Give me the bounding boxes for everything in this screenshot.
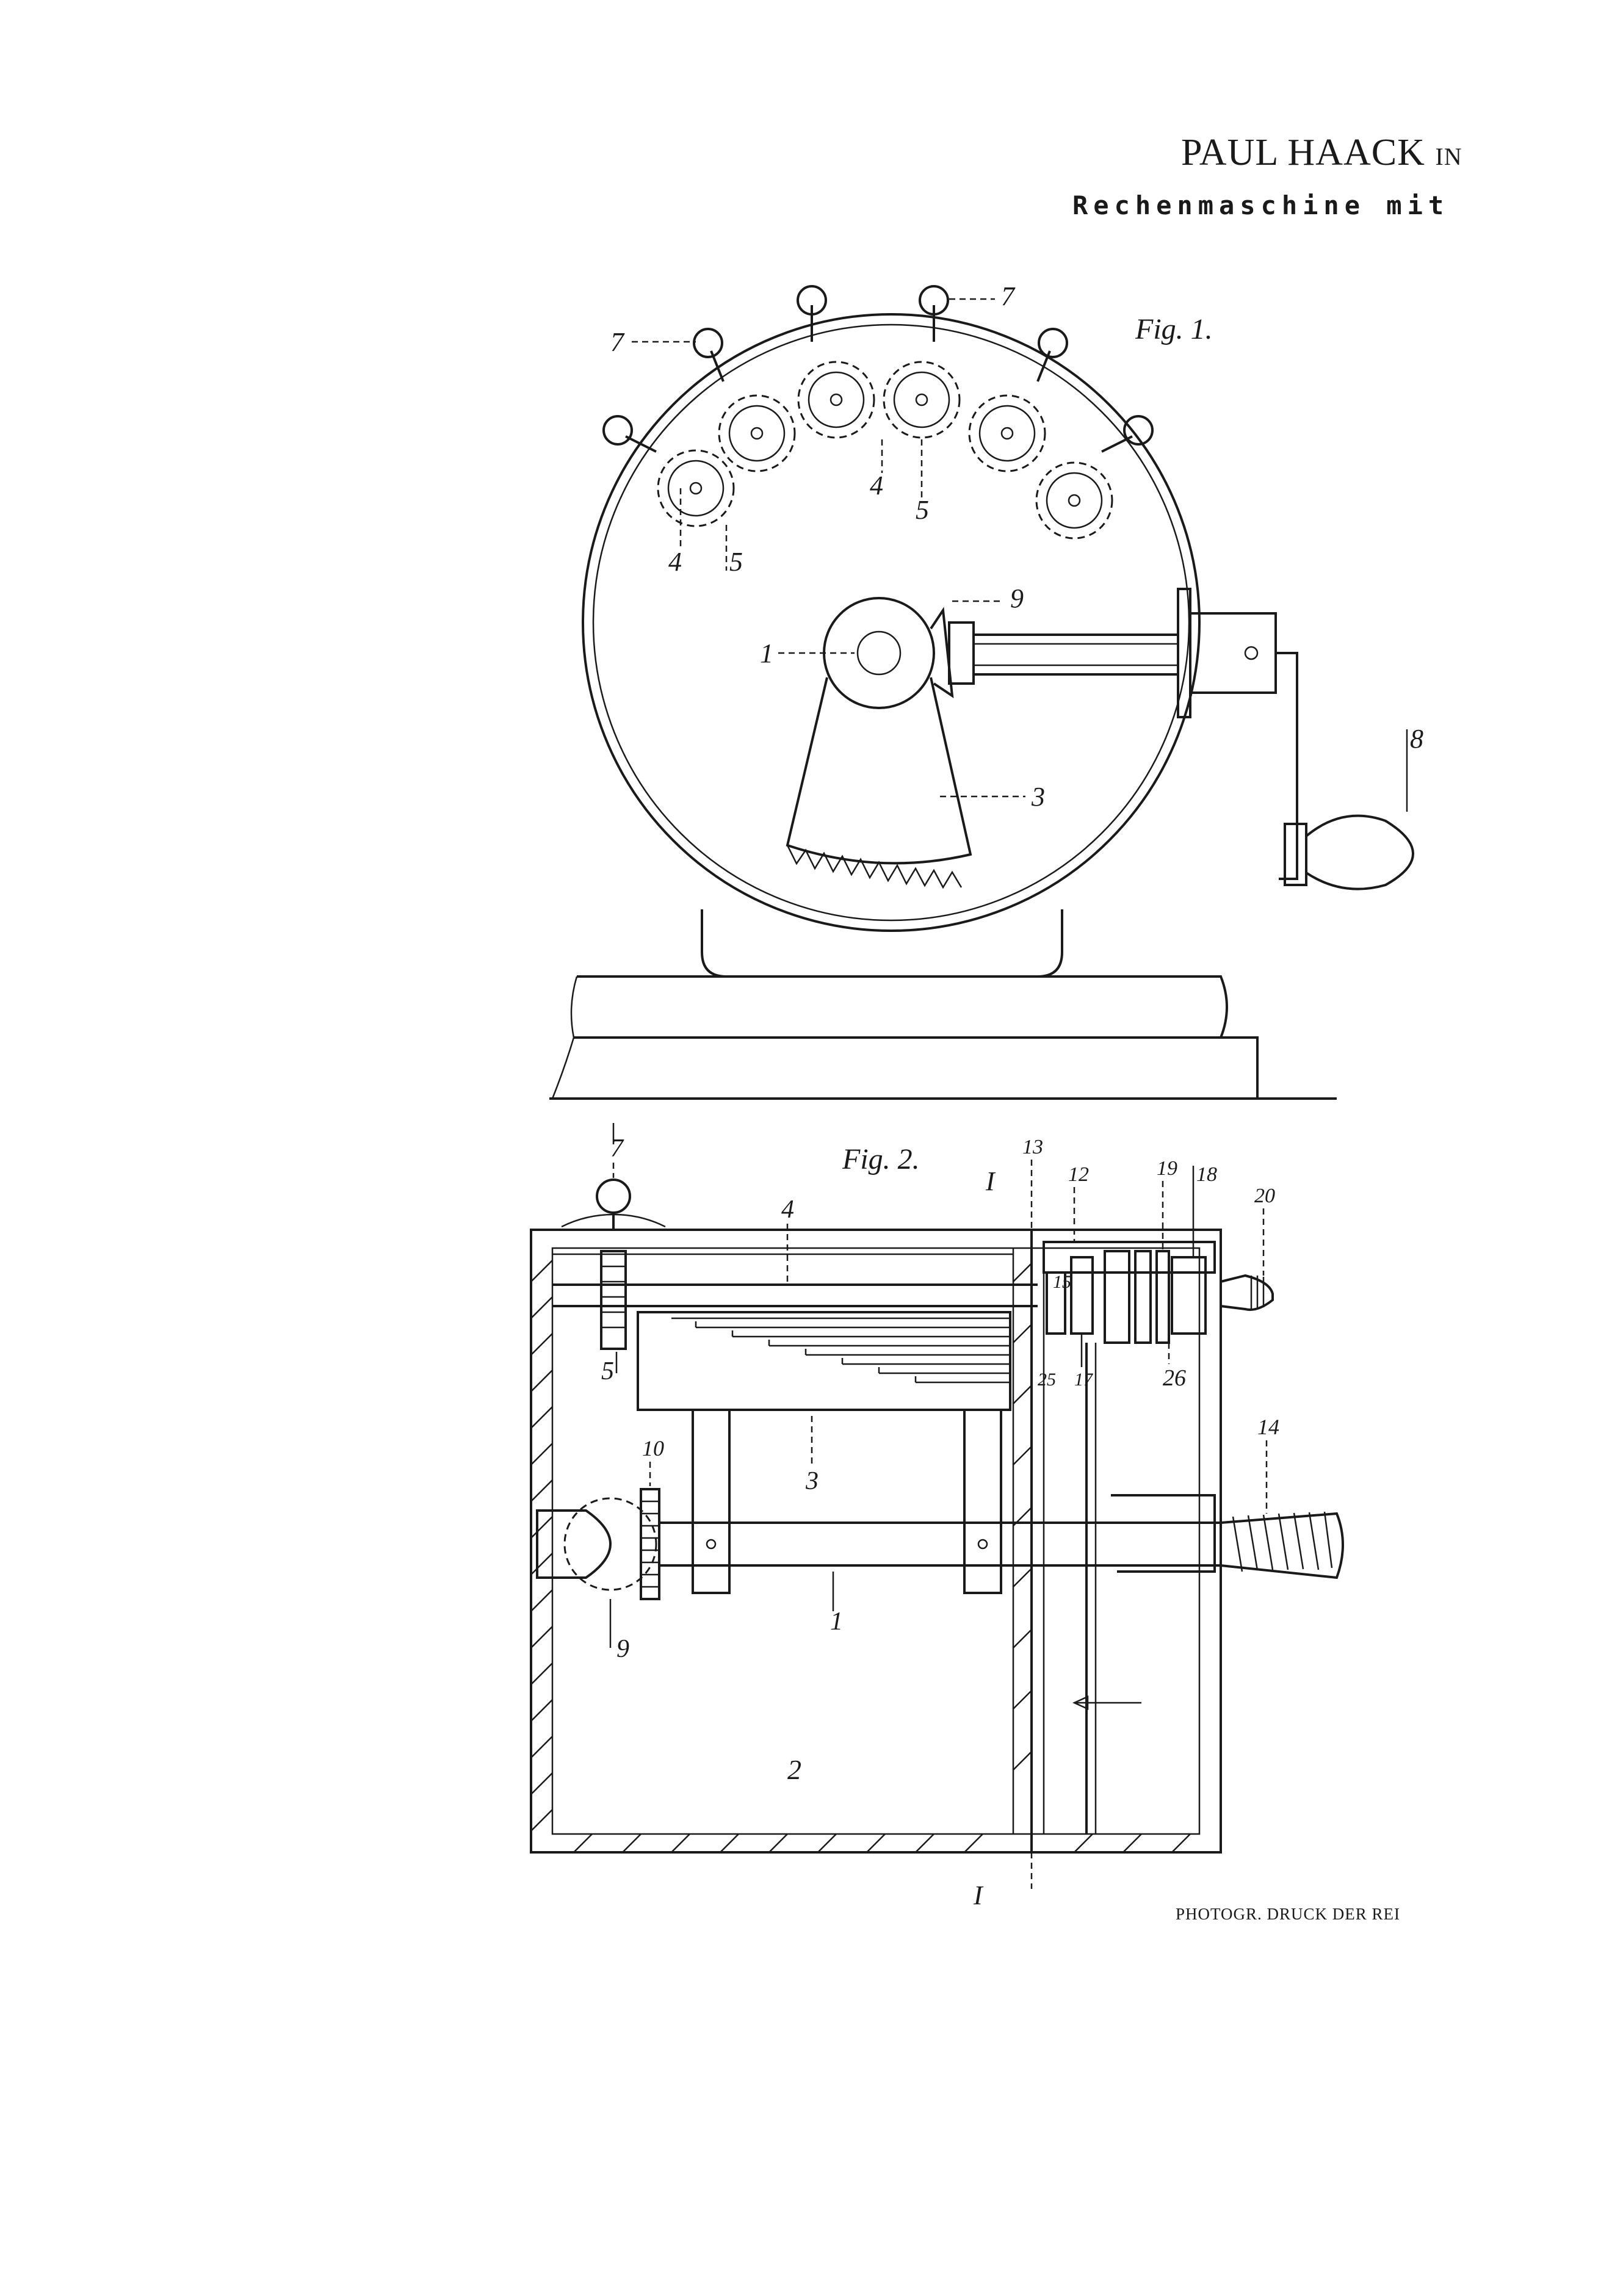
- fig1-label-5-left: 5: [729, 547, 743, 577]
- fig1-label-8: 8: [1410, 724, 1423, 754]
- fig1-label-4-mid: 4: [870, 471, 883, 500]
- fig1-caption: Fig. 1.: [1135, 313, 1213, 345]
- fig2-label-12: 12: [1068, 1163, 1089, 1186]
- fig1-label-7-right: 7: [1001, 281, 1016, 311]
- fig2-label-13: 13: [1022, 1136, 1043, 1158]
- figure-2: Fig. 2. 7 4 5 3 10 9 1 2 13 I 12 19 18 2…: [530, 1123, 1344, 1910]
- key-knobs: [602, 285, 1154, 453]
- patent-holder-name: PAUL HAACK IN: [1181, 132, 1462, 173]
- fig2-label-3: 3: [805, 1467, 819, 1495]
- casing-hatching: [530, 1260, 1191, 1853]
- fig2-caption: Fig. 2.: [842, 1143, 920, 1175]
- setting-wheels: [657, 361, 1113, 540]
- fig1-label-7-left: 7: [610, 327, 625, 357]
- fig2-label-5: 5: [601, 1357, 614, 1385]
- fig2-label-I-bottom: I: [973, 1880, 984, 1910]
- fig2-label-2: 2: [787, 1754, 801, 1785]
- fig1-label-4-left: 4: [668, 547, 682, 577]
- fig2-label-10: 10: [642, 1436, 664, 1460]
- patent-title: Rechenmaschine mit: [1072, 190, 1450, 220]
- fig2-label-25: 25: [1038, 1370, 1056, 1390]
- print-credit: PHOTOGR. DRUCK DER REI: [1176, 1905, 1401, 1923]
- fig2-label-7: 7: [610, 1135, 624, 1163]
- fig1-label-3: 3: [1031, 782, 1045, 812]
- fig2-label-1: 1: [830, 1608, 843, 1636]
- fig2-label-17: 17: [1074, 1370, 1094, 1390]
- figure-1: Fig. 1. 7 7 4 5 4 5 1 3 9 8: [549, 281, 1423, 1100]
- fig2-label-I-top: I: [985, 1166, 996, 1196]
- fig2-label-14: 14: [1257, 1415, 1279, 1439]
- fig1-label-9: 9: [1010, 583, 1024, 613]
- fig2-label-26: 26: [1163, 1365, 1186, 1391]
- fig2-label-18: 18: [1196, 1163, 1217, 1186]
- fig2-label-4: 4: [781, 1196, 794, 1224]
- fig2-label-20: 20: [1254, 1185, 1275, 1207]
- fig2-label-19: 19: [1157, 1157, 1177, 1180]
- fig1-label-1: 1: [760, 638, 773, 668]
- fig2-label-15: 15: [1053, 1272, 1071, 1292]
- fig2-label-9: 9: [616, 1635, 629, 1663]
- fig1-label-5-mid: 5: [916, 495, 929, 525]
